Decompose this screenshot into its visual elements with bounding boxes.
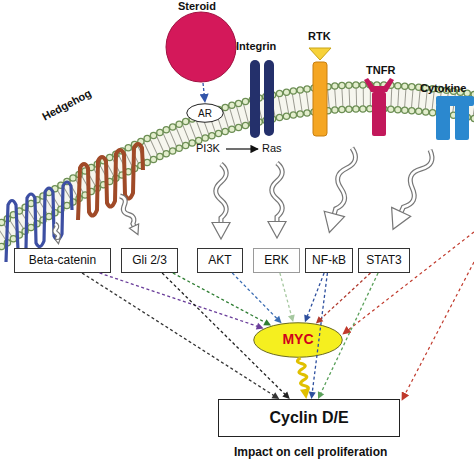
arrow-head: [282, 392, 289, 399]
dashed-arrow: [280, 273, 295, 322]
node-text: Gli 2/3: [132, 254, 167, 267]
node-text: AR: [198, 108, 212, 119]
connector-line: [82, 273, 274, 396]
receptor-label: RTK: [308, 30, 331, 42]
wavy-arrow: [297, 358, 310, 399]
connector-line: [173, 273, 266, 323]
effector-box: AKT: [197, 248, 243, 273]
signal-wave-arrow: [384, 146, 440, 234]
dashed-arrow: [82, 273, 279, 399]
cytokine-receptor: [436, 104, 450, 140]
signal-wave-arrow: [115, 194, 142, 237]
signal-wave-arrow: [268, 163, 286, 238]
connector-line: [280, 273, 292, 317]
arrow-head: [263, 319, 271, 325]
target-box: Cyclin D/E: [218, 399, 400, 437]
kinase-label: PI3K: [196, 142, 220, 154]
connector-line: [307, 273, 324, 317]
membrane-band: [0, 97, 474, 242]
caption-note: Impact on cell proliferation: [234, 446, 387, 459]
effector-box: NF-kB: [305, 248, 353, 273]
node-text: NF-kB: [312, 254, 346, 267]
effector-box: STAT3: [358, 248, 410, 273]
signal-wave-arrow: [53, 224, 61, 245]
arrow-head: [271, 392, 279, 399]
node-text: ERK: [264, 254, 289, 267]
signal-wave-arrow: [319, 145, 362, 235]
dashed-arrow: [304, 273, 324, 322]
smoothened-receptor: [78, 144, 143, 220]
ligand-label: Steroid: [178, 0, 216, 12]
arrow-head: [256, 323, 264, 330]
ellipse-shape: [187, 104, 224, 123]
node-text: Beta-catenin: [29, 254, 96, 267]
integrin-subunit: [264, 60, 274, 136]
arrow-head: [316, 316, 324, 323]
offframe-dashed-arrow: [343, 232, 474, 334]
tnfr-receptor: [372, 92, 386, 136]
node-text: MYC: [282, 332, 313, 347]
signal-wave-arrow: [212, 164, 230, 239]
receptor-label: Hedgehog: [40, 87, 93, 123]
integrin-subunit: [250, 60, 260, 138]
receptor-ellipse: AR: [186, 103, 224, 123]
effector-box: ERK: [253, 248, 300, 273]
dashed-arrow: [173, 273, 271, 326]
node-text: STAT3: [366, 254, 402, 267]
receptor-label: TNFR: [366, 64, 395, 76]
steroid-ligand: [166, 12, 236, 82]
lipid-heads: [0, 109, 474, 254]
arrow-head: [274, 316, 281, 323]
node-text: AKT: [208, 254, 231, 267]
effector-box: Gli 2/3: [121, 248, 178, 273]
ellipse-shape: [254, 323, 343, 358]
connector-line: [297, 358, 308, 391]
arrow-head: [318, 391, 324, 399]
connector-line: [100, 273, 259, 327]
effector-box: Beta-catenin: [14, 248, 111, 273]
lipid-tails: [0, 97, 474, 242]
receptor-label: Integrin: [236, 40, 276, 52]
arrow-head: [309, 392, 316, 399]
cytokine-receptor: [455, 104, 469, 140]
dashed-arrow: [100, 273, 264, 329]
steroid-arrow: [203, 83, 205, 102]
dashed-arrow: [232, 273, 281, 323]
offframe-dashed-arrow: [402, 262, 474, 400]
arrow-head: [304, 314, 311, 322]
rtk-receptor: [313, 62, 327, 136]
myc-ellipse: MYC: [253, 322, 343, 358]
pi3k-ras-arrow: [226, 148, 258, 149]
tnfr-ligand-site: [364, 78, 394, 92]
lipid-heads: [0, 109, 474, 254]
arrow-head: [300, 388, 310, 399]
receptor-label: Cytokine: [420, 82, 466, 94]
kinase-label: Ras: [262, 142, 282, 154]
cell-membrane: [0, 85, 474, 254]
dashed-arrow: [316, 273, 371, 323]
node-text: Cyclin D/E: [269, 409, 348, 427]
arrow-head: [288, 314, 295, 322]
rtk-ligand: [309, 48, 331, 60]
connector-line: [232, 273, 277, 319]
connector-line: [320, 273, 370, 320]
